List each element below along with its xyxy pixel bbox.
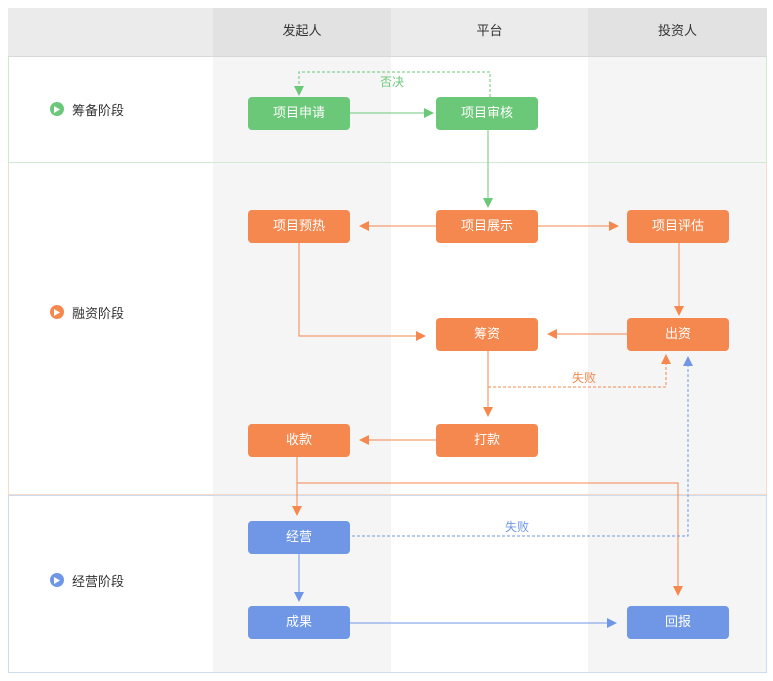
initiator-header-bg bbox=[213, 8, 391, 56]
node-project-warmup: 项目预热 bbox=[248, 210, 350, 243]
node-receive-payment: 收款 bbox=[248, 424, 350, 457]
play-icon bbox=[50, 573, 64, 587]
node-project-review: 项目审核 bbox=[436, 97, 538, 130]
stage-label-column bbox=[8, 8, 213, 673]
play-icon bbox=[50, 305, 64, 319]
investor-header-bg bbox=[588, 8, 767, 56]
node-transfer-payment: 打款 bbox=[436, 424, 538, 457]
operation-fail-label: 失败 bbox=[505, 520, 530, 534]
operation-stage-text: 经营阶段 bbox=[72, 574, 125, 590]
node-project-application: 项目申请 bbox=[248, 97, 350, 130]
play-icon bbox=[50, 102, 64, 116]
financing-stage-text: 融资阶段 bbox=[72, 306, 125, 322]
node-project-evaluation: 项目评估 bbox=[627, 210, 729, 243]
platform-column-title: 平台 bbox=[476, 24, 503, 39]
node-result: 成果 bbox=[248, 606, 350, 639]
node-fundraising: 筹资 bbox=[436, 318, 538, 351]
preparation-stage-band bbox=[8, 57, 767, 163]
node-project-showcase: 项目展示 bbox=[436, 210, 538, 243]
node-return: 回报 bbox=[627, 606, 729, 639]
operation-stage-label: 经营阶段 bbox=[50, 570, 124, 590]
preparation-stage-text: 筹备阶段 bbox=[72, 103, 125, 119]
node-investment: 出资 bbox=[627, 318, 729, 351]
preparation-stage-label: 筹备阶段 bbox=[50, 99, 124, 119]
node-operation: 经营 bbox=[248, 521, 350, 554]
reject-label: 否决 bbox=[380, 75, 405, 89]
investor-column-title: 投资人 bbox=[657, 24, 697, 39]
initiator-column-title: 发起人 bbox=[282, 24, 322, 39]
financing-stage-label: 融资阶段 bbox=[50, 302, 124, 322]
financing-fail-label: 失败 bbox=[572, 371, 597, 385]
